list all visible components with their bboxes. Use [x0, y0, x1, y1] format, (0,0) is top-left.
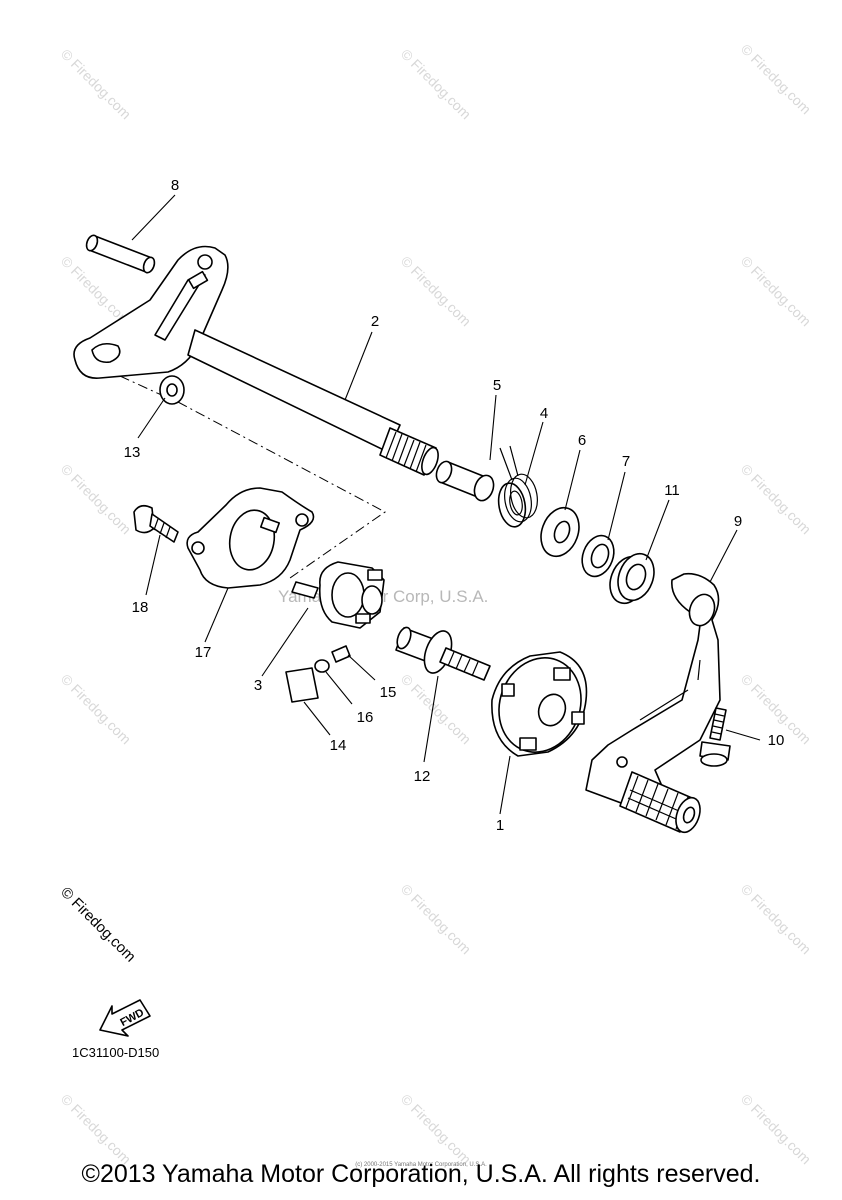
shift-pedal-part	[585, 572, 721, 834]
callout-7: 7	[622, 453, 630, 470]
watermark: © Firedog.com	[58, 1091, 134, 1167]
callout-15: 15	[380, 684, 397, 701]
watermark: © Firedog.com	[398, 46, 474, 122]
seal-part	[581, 534, 615, 578]
collar-part	[159, 375, 185, 405]
bearing-part	[609, 552, 655, 605]
watermark: © Firedog.com	[738, 41, 814, 117]
callout-3: 3	[254, 677, 262, 694]
credit-line: (c) 2000-2015 Yamaha Motor Corporation, …	[355, 1162, 487, 1168]
fwd-arrow-icon: FWD	[99, 999, 151, 1037]
callout-17: 17	[195, 644, 212, 661]
bolt-part	[699, 707, 731, 767]
pivot-bolt-part	[395, 626, 491, 681]
watermark: © Firedog.com	[398, 253, 474, 329]
shift-cam-part	[291, 561, 385, 629]
assembly-line	[177, 401, 386, 579]
watermark: © Firedog.com	[398, 1091, 474, 1167]
cover-plate-part	[285, 667, 319, 703]
corner-watermark: © Firedog.com	[57, 884, 139, 966]
callout-5: 5	[493, 377, 501, 394]
callout-11: 11	[664, 482, 680, 499]
callout-12: 12	[414, 768, 431, 785]
callout-14: 14	[330, 737, 347, 754]
callout-13: 13	[124, 444, 141, 461]
spring-part	[497, 445, 538, 528]
watermark: © Firedog.com	[398, 671, 474, 747]
watermark: © Firedog.com	[398, 881, 474, 957]
small-spring-part	[331, 645, 351, 663]
segment-drum-part	[491, 651, 588, 757]
callout-2: 2	[371, 313, 379, 330]
pin-part	[85, 234, 156, 274]
watermark: © Firedog.com	[58, 46, 134, 122]
callout-10: 10	[768, 732, 785, 749]
callout-1: 1	[496, 817, 504, 834]
callout-6: 6	[578, 432, 586, 449]
leader-lines	[131, 194, 761, 815]
watermark: © Firedog.com	[738, 881, 814, 957]
callout-16: 16	[357, 709, 374, 726]
watermark: © Firedog.com	[738, 1091, 814, 1167]
stopper-plate-part	[186, 487, 315, 589]
washer-part	[540, 506, 580, 558]
watermark: © Firedog.com	[58, 671, 134, 747]
diagram-code: 1C31100-D150	[72, 1045, 160, 1060]
watermark: © Firedog.com	[738, 461, 814, 537]
callout-8: 8	[171, 177, 179, 194]
bolt-part	[133, 504, 179, 543]
shift-shaft-part	[73, 245, 439, 476]
copyright-notice: ©2013 Yamaha Motor Corporation, U.S.A. A…	[81, 1160, 761, 1188]
bushing-part	[435, 460, 495, 502]
watermark: © Firedog.com	[738, 253, 814, 329]
callout-4: 4	[540, 405, 548, 422]
callout-9: 9	[734, 513, 742, 530]
ball-part	[314, 659, 330, 673]
callout-18: 18	[132, 599, 149, 616]
watermark: © Firedog.com	[58, 461, 134, 537]
